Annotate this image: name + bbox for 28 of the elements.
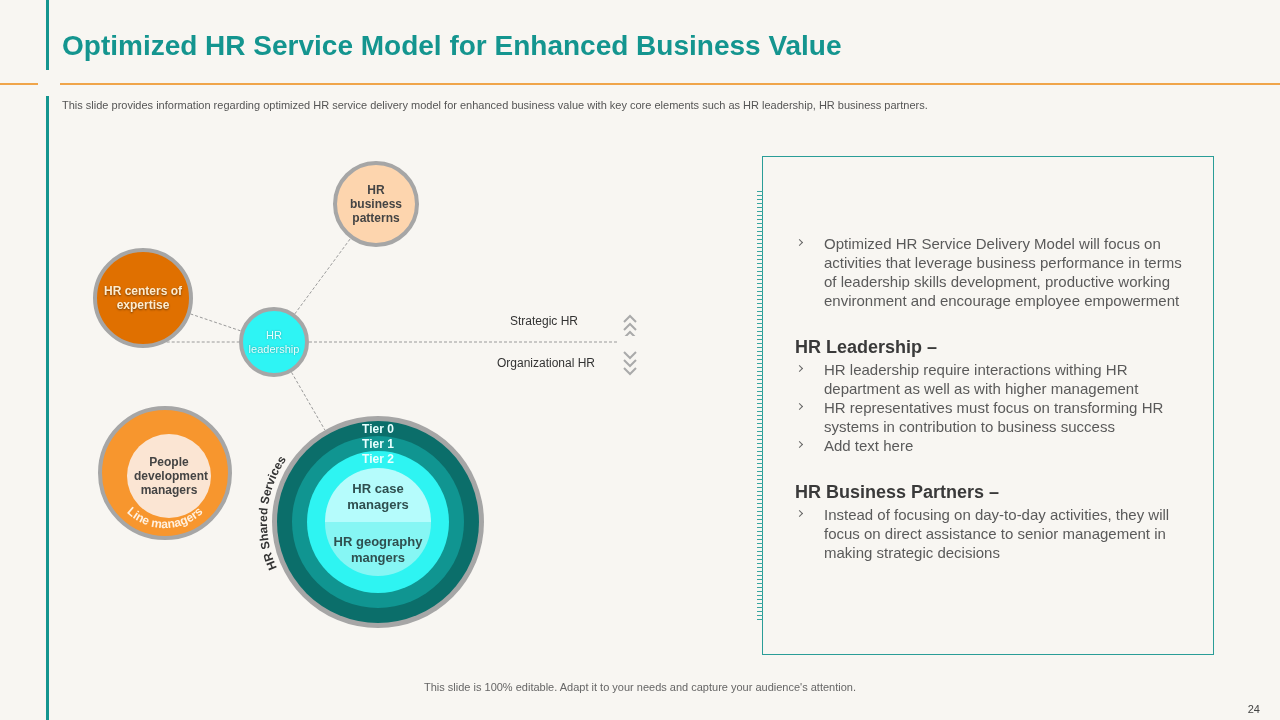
- subtitle: This slide provides information regarding optimized HR service delivery model for enhanced business value with key core elements such as HR leadership, HR business partners.: [62, 99, 928, 111]
- connector-line: [291, 371, 326, 431]
- node-label: HR case managers: [346, 481, 410, 513]
- section-heading: HR Leadership –: [795, 336, 939, 358]
- connector-line: [189, 313, 242, 332]
- bullet-text: Optimized HR Service Delivery Model will focus on activities that leverage business performance in terms of leadership skills development, productive working environment and encourage employee empowerment: [795, 234, 1193, 310]
- footer-note: This slide is 100% editable. Adapt it to your needs and capture your audience's attention.: [423, 681, 857, 693]
- section-heading: HR Business Partners –: [795, 481, 1001, 503]
- node-label: HR business patterns: [349, 183, 403, 225]
- tier-ring: [307, 451, 449, 593]
- node-label: HR geography mangers: [333, 534, 423, 566]
- bullet-text: HR leadership require interactions withing HR department as well as with higher management: [795, 360, 1193, 398]
- connector-line: [294, 238, 351, 315]
- node-label: HR leadership: [247, 328, 301, 356]
- bullet-text: Instead of focusing on day-to-day activities, they will focus on direct assistance to senior management in making strategic decisions: [795, 505, 1193, 562]
- page-number: 24: [1246, 703, 1260, 715]
- title: Optimized HR Service Model for Enhanced Business Value: [62, 30, 842, 62]
- node-label: HR centers of expertise: [103, 284, 183, 312]
- axis-label: Organizational HR: [495, 356, 595, 370]
- bullet-text: HR representatives must focus on transforming HR systems in contribution to business success: [795, 398, 1193, 436]
- connector-line: [166, 341, 240, 343]
- axis-label: Strategic HR: [508, 314, 578, 328]
- tier-label: Tier 2: [361, 452, 395, 466]
- tier-label: Tier 0: [361, 422, 395, 436]
- connector-line: [308, 341, 619, 343]
- tier-ring: [292, 436, 464, 608]
- tier-label: Tier 1: [361, 437, 395, 451]
- bullet-text: Add text here: [795, 436, 1193, 455]
